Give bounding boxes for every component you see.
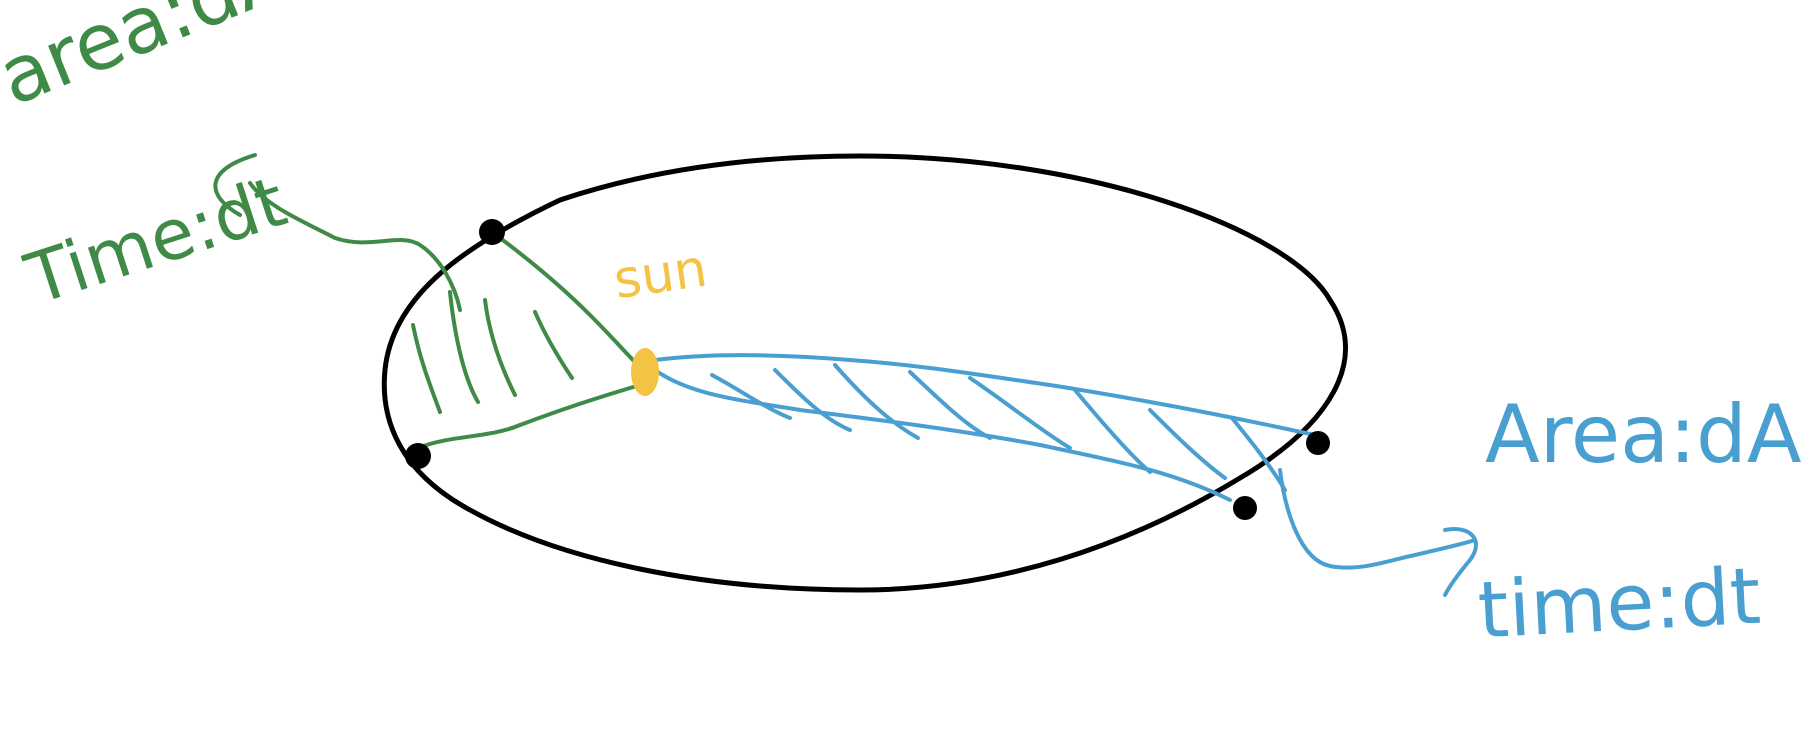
green-leader-line [213,153,462,312]
blue-leader-line [1278,468,1478,597]
green-radius-lower [416,383,642,450]
planet-position-dot-3 [1306,431,1330,455]
blue-area-label: Area:dA [1485,388,1802,481]
planet-position-dot-4 [1233,496,1257,520]
green-hatching [411,290,574,414]
blue-radius-lower [653,368,1232,502]
sun-dot [631,348,659,396]
blue-radius-upper [653,353,1317,437]
blue-hatching [710,363,1287,492]
blue-time-label: time:dt [1475,551,1763,657]
planet-position-dot-2 [405,443,431,469]
planet-position-dot-1 [479,219,505,245]
green-radius-upper [490,230,647,374]
sun-label: sun [610,238,711,311]
orbit-ellipse [381,153,1348,593]
